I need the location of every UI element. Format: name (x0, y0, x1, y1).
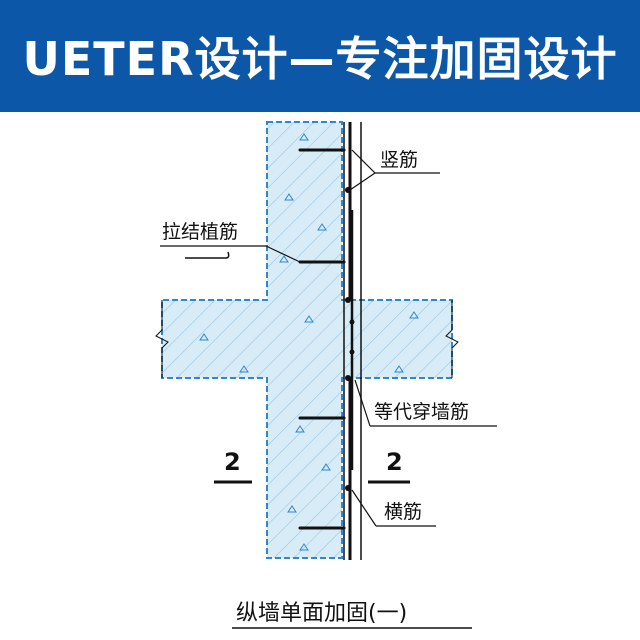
tie-bars (298, 148, 346, 530)
leader-tie-bar (265, 245, 301, 263)
section-mark-right: 2 (386, 448, 403, 476)
label-tie-bar: 拉结植筋 (162, 221, 238, 243)
leader-through-wall (354, 379, 371, 427)
break-mark-right (445, 300, 459, 378)
leader-vertical-rebar-2 (349, 172, 376, 191)
concrete-wall-section (161, 121, 453, 559)
header-title: UETER设计—专注加固设计 (22, 32, 618, 86)
leader-horizontal-rebar (351, 489, 377, 527)
diagram-caption: 纵墙单面加固(一) (236, 601, 407, 626)
aggregate-marks (199, 133, 419, 551)
section-mark-left: 2 (224, 448, 241, 476)
break-mark-left (155, 300, 169, 378)
header-banner: UETER设计—专注加固设计 (0, 0, 640, 112)
label-horizontal-rebar: 横筋 (384, 501, 422, 523)
label-vertical-rebar: 竖筋 (380, 149, 418, 171)
tie-bar-hook-symbol (185, 251, 230, 259)
label-through-wall-bar: 等代穿墙筋 (374, 401, 469, 423)
horizontal-rebar-dots (345, 187, 355, 491)
header-divider (0, 112, 640, 116)
leader-vertical-rebar-1 (351, 149, 376, 174)
